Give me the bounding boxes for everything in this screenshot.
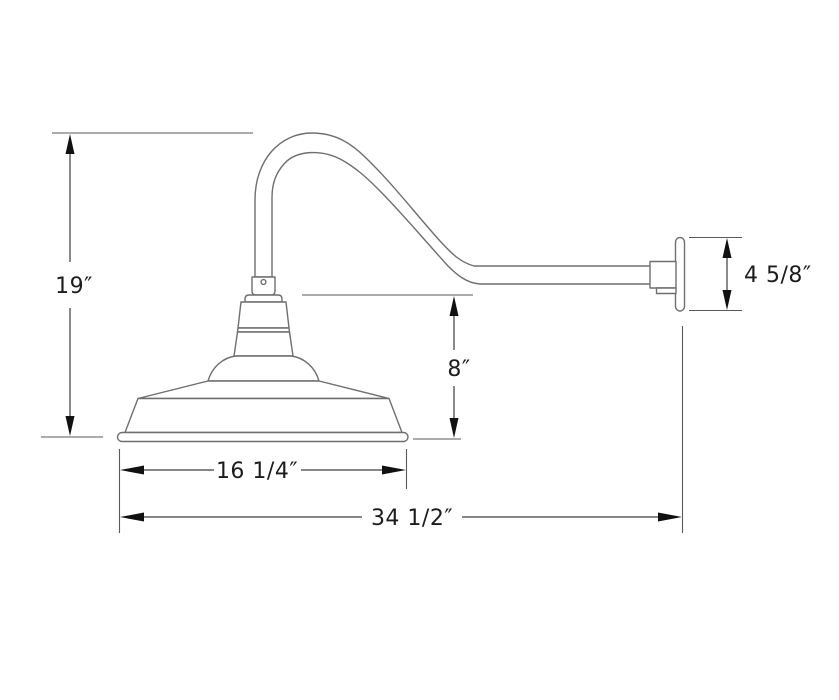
arrow-up-icon — [449, 296, 459, 316]
dimension-label-shade-diameter: 16 1/4″ — [216, 459, 298, 484]
dimension-label-shade-drop: 8″ — [447, 357, 470, 382]
arrow-up-icon — [722, 238, 732, 258]
set-screw-icon — [260, 278, 267, 286]
dimension-label-overall-projection: 34 1/2″ — [371, 506, 453, 531]
socket-holder-lower — [233, 331, 294, 357]
arrow-down-icon — [449, 418, 459, 438]
fixture — [116, 132, 686, 443]
dimension-backplate-height: 4 5/8″ — [689, 236, 812, 312]
mounting-bracket — [649, 260, 677, 289]
dimension-shade-diameter: 16 1/4″ — [118, 449, 408, 533]
arrow-down-icon — [722, 290, 732, 310]
arrow-right-icon — [382, 465, 406, 475]
shade-dome — [207, 355, 320, 382]
dimension-overall-height: 19″ — [41, 132, 253, 438]
dimension-label-backplate-height: 4 5/8″ — [744, 263, 812, 288]
socket-holder-upper — [237, 301, 290, 329]
shade-cone — [137, 380, 390, 400]
arrow-down-icon — [65, 416, 75, 436]
arrow-left-icon — [120, 465, 144, 475]
knuckle-flange — [244, 294, 283, 303]
arrow-up-icon — [65, 134, 75, 154]
gooseneck-arm — [254, 132, 653, 285]
wall-plate — [674, 236, 686, 312]
dimension-shade-drop: 8″ — [302, 294, 473, 440]
arrow-right-icon — [658, 512, 682, 522]
shade-rim — [116, 431, 409, 443]
dimension-label-overall-height: 19″ — [55, 274, 93, 299]
dimension-overall-projection: 34 1/2″ — [120, 326, 684, 533]
arrow-left-icon — [120, 512, 144, 522]
shade-skirt — [124, 397, 403, 434]
mounting-bracket-foot — [655, 287, 677, 295]
